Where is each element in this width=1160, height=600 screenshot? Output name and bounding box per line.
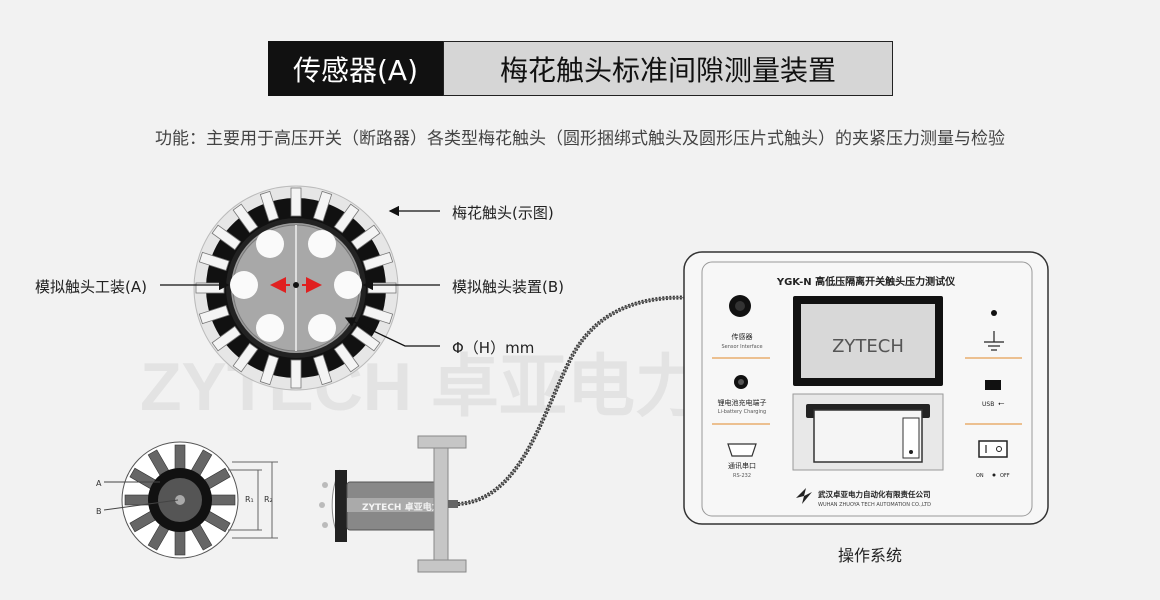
sensor-port-label-en: Sensor Interface	[721, 344, 762, 350]
contact-finger	[312, 190, 333, 222]
contact-finger	[232, 203, 259, 234]
contact-finger	[290, 187, 302, 217]
contact-finger	[362, 304, 394, 325]
serial-port-label-en: RS-232	[733, 473, 751, 479]
callout-diameter: Φ（H）mm	[452, 339, 535, 357]
usb-port-icon	[985, 380, 1001, 390]
instrument-panel: YGK-N 高低压隔离开关触头压力测试仪 ZYTECH 传感器 Sensor I…	[683, 251, 1049, 525]
contact-finger	[333, 203, 360, 234]
contact-fingers	[195, 187, 397, 389]
label-a: A	[96, 479, 102, 488]
serial-port-label: 通讯串口	[728, 461, 756, 470]
contact-finger	[259, 354, 280, 386]
contact-finger	[290, 359, 302, 389]
contact-petals	[124, 444, 236, 556]
sensor-probe: ZYTECH 卓亚电力	[319, 435, 467, 573]
contact-finger	[312, 354, 333, 386]
title-tag: 传感器(A)	[268, 41, 443, 96]
usb-label: USB	[982, 401, 994, 408]
callout-sim-device-b: 模拟触头装置(B)	[452, 278, 564, 296]
probe-brand: ZYTECH 卓亚电力	[362, 501, 441, 513]
contact-finger	[211, 224, 242, 251]
screen-brand: ZYTECH	[832, 336, 904, 357]
label-r1: R₁	[245, 495, 254, 504]
charging-port-label: 锂电池充电端子	[718, 398, 767, 407]
contact-finger	[362, 251, 394, 272]
plum-contact-diagram	[193, 185, 399, 391]
label-r2: R₂	[264, 495, 273, 504]
sensor-port-label: 传感器	[732, 332, 753, 341]
contact-finger	[232, 342, 259, 373]
charging-port-label-en: Li-battery Charging	[718, 409, 766, 415]
contact-petal	[124, 494, 152, 506]
contact-finger	[259, 190, 280, 222]
power-switch	[978, 440, 1008, 458]
on-label: ON	[976, 473, 984, 479]
contact-finger	[198, 251, 230, 272]
contact-petal	[174, 444, 186, 472]
caption-operating-system: 操作系统	[837, 546, 902, 565]
contact-finger	[198, 304, 230, 325]
contact-finger	[350, 325, 381, 352]
company-name: 武汉卓亚电力自动化有限责任公司	[818, 489, 931, 499]
page-title: 梅花触头标准间隙测量装置	[443, 41, 893, 96]
off-label: OFF	[1000, 473, 1010, 479]
contact-finger	[333, 342, 360, 373]
contact-petal	[208, 494, 236, 506]
contact-finger	[211, 325, 242, 352]
callout-plum-contact: 梅花触头(示图)	[452, 204, 554, 222]
svg-text:⭠: ⭠	[998, 399, 1005, 408]
function-description: 功能：主要用于高压开关（断路器）各类型梅花触头（圆形捆绑式触头及圆形压片式触头）…	[155, 129, 1005, 149]
title-bar: 传感器(A) 梅花触头标准间隙测量装置	[268, 41, 893, 96]
company-logo-icon	[796, 488, 812, 504]
contact-petal	[174, 528, 186, 556]
callout-sim-tool-a: 模拟触头工装(A)	[35, 278, 147, 296]
contact-section-diagram: A B R₁ R₂	[96, 441, 278, 559]
contact-finger	[350, 224, 381, 251]
company-name-en: WUHAN ZHUOYA TECH AUTOMATION CO.,LTD	[818, 502, 931, 508]
instrument-model: YGK-N 高低压隔离开关触头压力测试仪	[776, 275, 956, 288]
label-b: B	[96, 507, 102, 516]
